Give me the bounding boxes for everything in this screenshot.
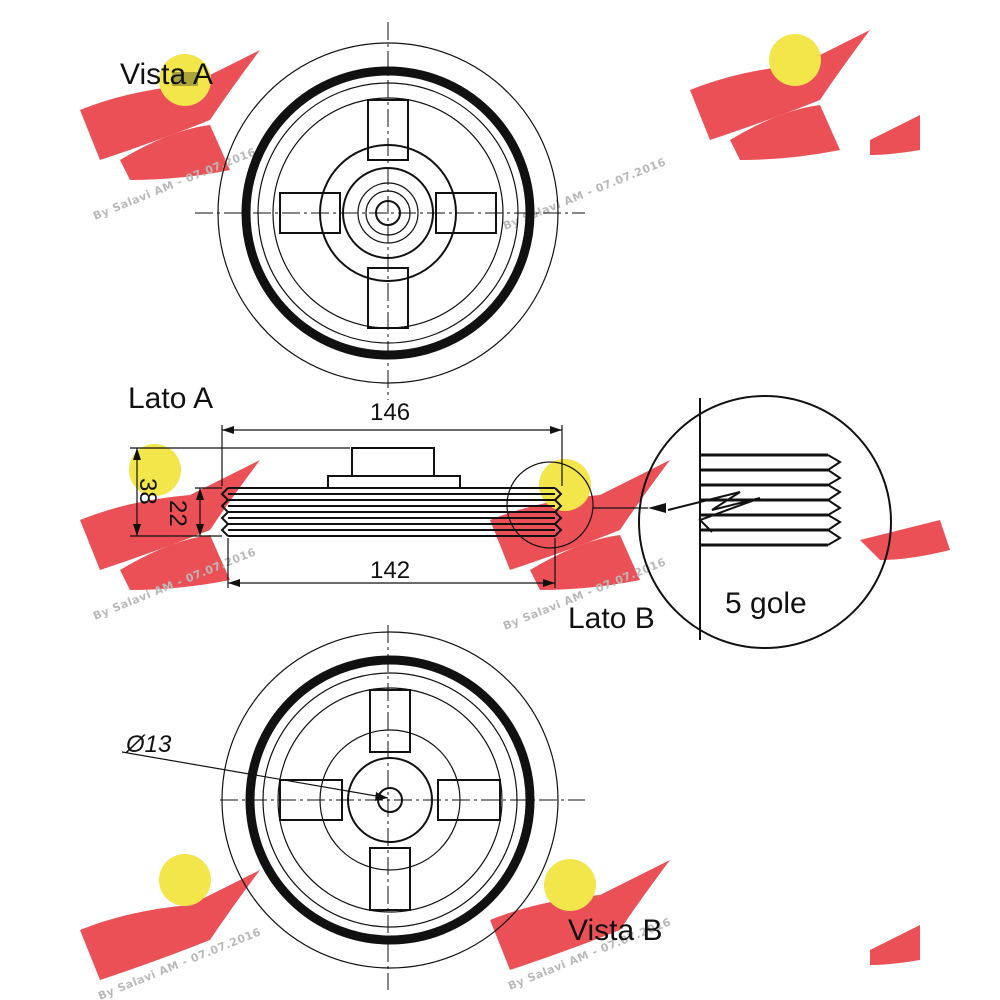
watermark-logo bbox=[870, 115, 920, 155]
side-a-label: Lato A bbox=[128, 382, 213, 415]
dim-bore-diameter: Ø13 bbox=[125, 731, 172, 758]
front-view-b bbox=[121, 625, 585, 990]
watermark-logo bbox=[80, 854, 260, 980]
watermark-logo bbox=[690, 30, 870, 160]
side-view bbox=[130, 425, 648, 588]
watermark-logo bbox=[490, 859, 670, 970]
side-b-label: Lato B bbox=[568, 602, 655, 635]
dim-142: 142 bbox=[370, 557, 410, 584]
dim-38: 38 bbox=[134, 478, 161, 505]
dim-146: 146 bbox=[370, 399, 410, 426]
groove-detail bbox=[638, 395, 892, 649]
view-b-label: Vista B bbox=[568, 914, 663, 947]
dim-22: 22 bbox=[164, 500, 191, 527]
front-view-a bbox=[195, 22, 585, 400]
grooves-label: 5 gole bbox=[725, 587, 807, 620]
watermark-logo bbox=[870, 925, 920, 965]
view-a-label: Vista A bbox=[120, 58, 213, 91]
watermark-logo bbox=[80, 50, 260, 180]
watermark-logo bbox=[860, 520, 950, 560]
